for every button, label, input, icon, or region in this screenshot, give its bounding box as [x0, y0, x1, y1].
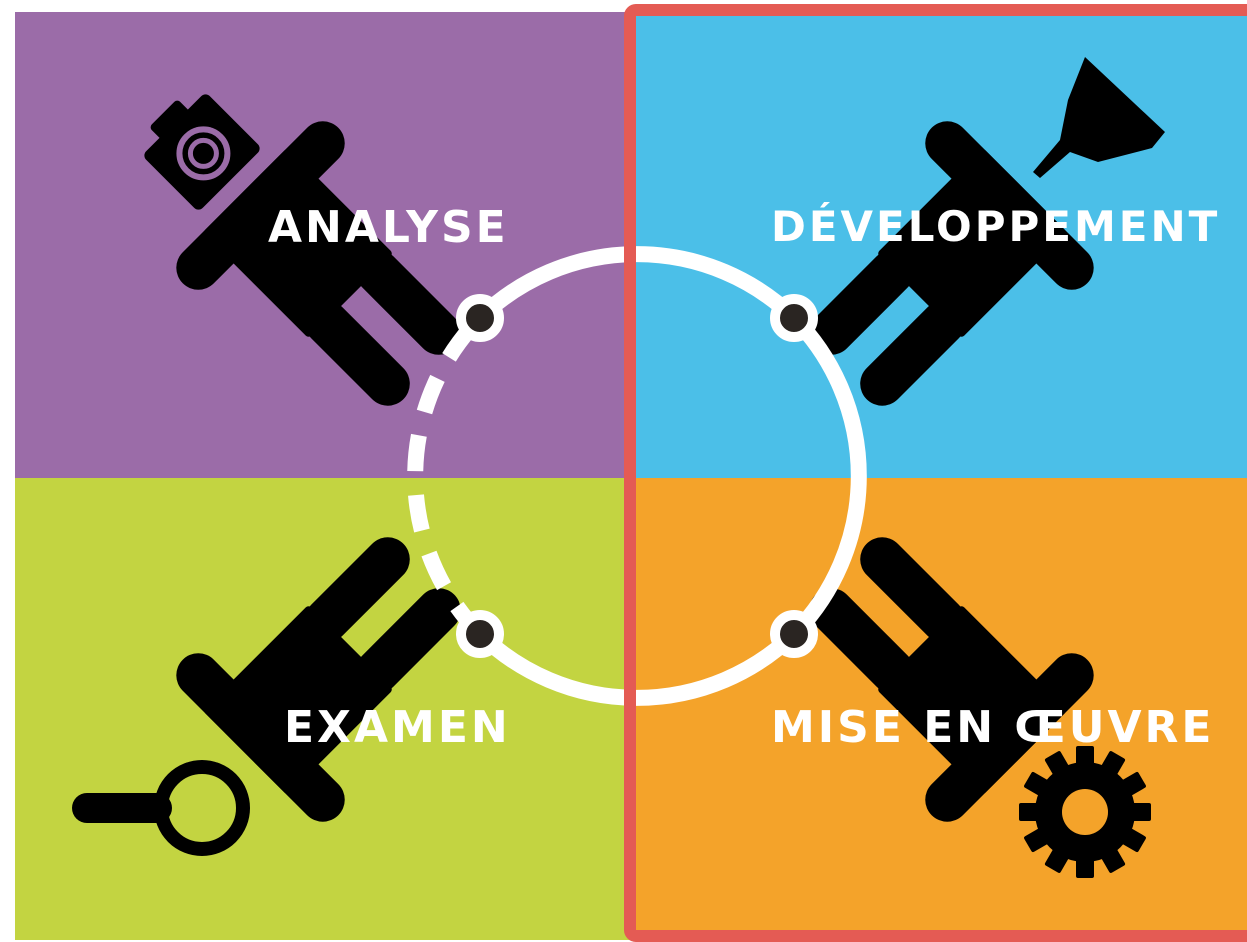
camera-icon	[144, 94, 260, 210]
label-developpement: DÉVELOPPEMENT	[771, 202, 1221, 251]
figure-developpement-icon	[809, 121, 1094, 406]
label-analyse: ANALYSE	[268, 202, 509, 253]
magnifier-icon	[72, 760, 250, 856]
gear-icon	[1019, 746, 1151, 878]
funnel-icon	[1033, 57, 1165, 178]
highlight-frame	[624, 4, 1247, 942]
figure-analyse-icon	[176, 121, 461, 406]
cycle-dot-analyse	[456, 294, 504, 342]
label-examen: EXAMEN	[284, 702, 511, 753]
label-mise-en-oeuvre: MISE EN ŒUVRE	[771, 702, 1215, 753]
cycle-ring	[407, 246, 867, 706]
figure-mise-en-oeuvre-icon	[809, 537, 1094, 822]
cycle-dot-mise-en-oeuvre	[770, 610, 818, 658]
figure-examen-icon	[176, 537, 461, 822]
cycle-dot-developpement	[770, 294, 818, 342]
cycle-dot-examen	[456, 610, 504, 658]
cycle-dots	[456, 294, 818, 658]
cycle-arc-solid	[474, 246, 867, 706]
